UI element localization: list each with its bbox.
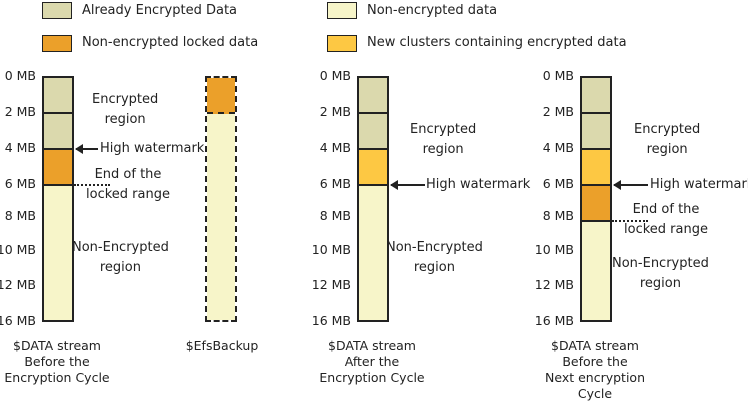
tick-label: 6 MB [542, 176, 574, 191]
tick-label: 16 MB [311, 313, 351, 328]
bar-segment [359, 150, 387, 186]
tick-label: 8 MB [542, 208, 574, 223]
bar-segment [359, 78, 387, 114]
legend-label: Non-encrypted locked data [82, 35, 259, 50]
non-encrypted-region-label: Non-Encrypted region [612, 256, 709, 291]
encrypted-region-label: Encrypted region [634, 122, 701, 157]
legend-swatch-new-clusters [327, 35, 357, 52]
high-watermark-label: High watermark [650, 177, 748, 192]
tick-label: 16 MB [0, 313, 36, 328]
legend-swatch-plain [327, 2, 357, 19]
data-stream-before-bar [42, 76, 74, 322]
tick-label: 2 MB [542, 104, 574, 119]
tick-label: 4 MB [542, 140, 574, 155]
tick-label: 10 MB [311, 242, 351, 257]
tick-label: 16 MB [534, 313, 574, 328]
bar-segment [582, 222, 610, 320]
encrypted-region-label: Encrypted region [410, 122, 477, 157]
bar-segment [582, 78, 610, 114]
tick-label: 0 MB [4, 68, 36, 83]
bar-segment [582, 150, 610, 186]
tick-label: 4 MB [4, 140, 36, 155]
bar-segment [582, 186, 610, 222]
tick-label: 6 MB [4, 176, 36, 191]
bar-segment [359, 186, 387, 320]
arrow-icon [613, 180, 648, 190]
bar-segment [44, 150, 72, 186]
non-encrypted-region-label: Non-Encrypted region [386, 240, 483, 275]
bar-segment [207, 78, 235, 114]
non-encrypted-region-label: Non-Encrypted region [72, 240, 169, 275]
data-stream-next-bar [580, 76, 612, 322]
tick-label: 0 MB [542, 68, 574, 83]
bar-segment [44, 78, 72, 114]
caption: $EfsBackup [185, 338, 259, 353]
legend-label: Non-encrypted data [367, 3, 498, 18]
bar-segment [359, 114, 387, 150]
legend-swatch-locked [42, 35, 72, 52]
caption: $DATA stream Before the Next encryption … [545, 338, 645, 401]
locked-range-line [74, 184, 110, 186]
tick-label: 12 MB [311, 277, 351, 292]
end-locked-range-label: End of the locked range [86, 167, 170, 202]
tick-label: 2 MB [319, 104, 351, 119]
end-locked-range-label: End of the locked range [624, 202, 708, 237]
efs-backup-bar [205, 76, 237, 322]
legend-label: New clusters containing encrypted data [367, 35, 627, 50]
caption: $DATA stream Before the Encryption Cycle [4, 338, 110, 385]
tick-label: 8 MB [319, 208, 351, 223]
tick-label: 2 MB [4, 104, 36, 119]
high-watermark-label: High watermark [100, 141, 205, 156]
tick-label: 10 MB [0, 242, 36, 257]
legend-swatch-encrypted [42, 2, 72, 19]
encrypted-region-label: Encrypted region [92, 92, 159, 127]
tick-label: 4 MB [319, 140, 351, 155]
bar-segment [207, 114, 235, 320]
locked-range-line [612, 220, 648, 222]
caption: $DATA stream After the Encryption Cycle [319, 338, 425, 385]
tick-label: 8 MB [4, 208, 36, 223]
bar-segment [44, 114, 72, 150]
data-stream-after-bar [357, 76, 389, 322]
tick-label: 0 MB [319, 68, 351, 83]
tick-label: 12 MB [534, 277, 574, 292]
tick-label: 6 MB [319, 176, 351, 191]
arrow-icon [75, 144, 98, 154]
legend-label: Already Encrypted Data [82, 3, 238, 18]
bar-segment [582, 114, 610, 150]
bar-segment [44, 186, 72, 320]
high-watermark-label: High watermark [426, 177, 531, 192]
arrow-icon [390, 180, 425, 190]
tick-label: 10 MB [534, 242, 574, 257]
tick-label: 12 MB [0, 277, 36, 292]
